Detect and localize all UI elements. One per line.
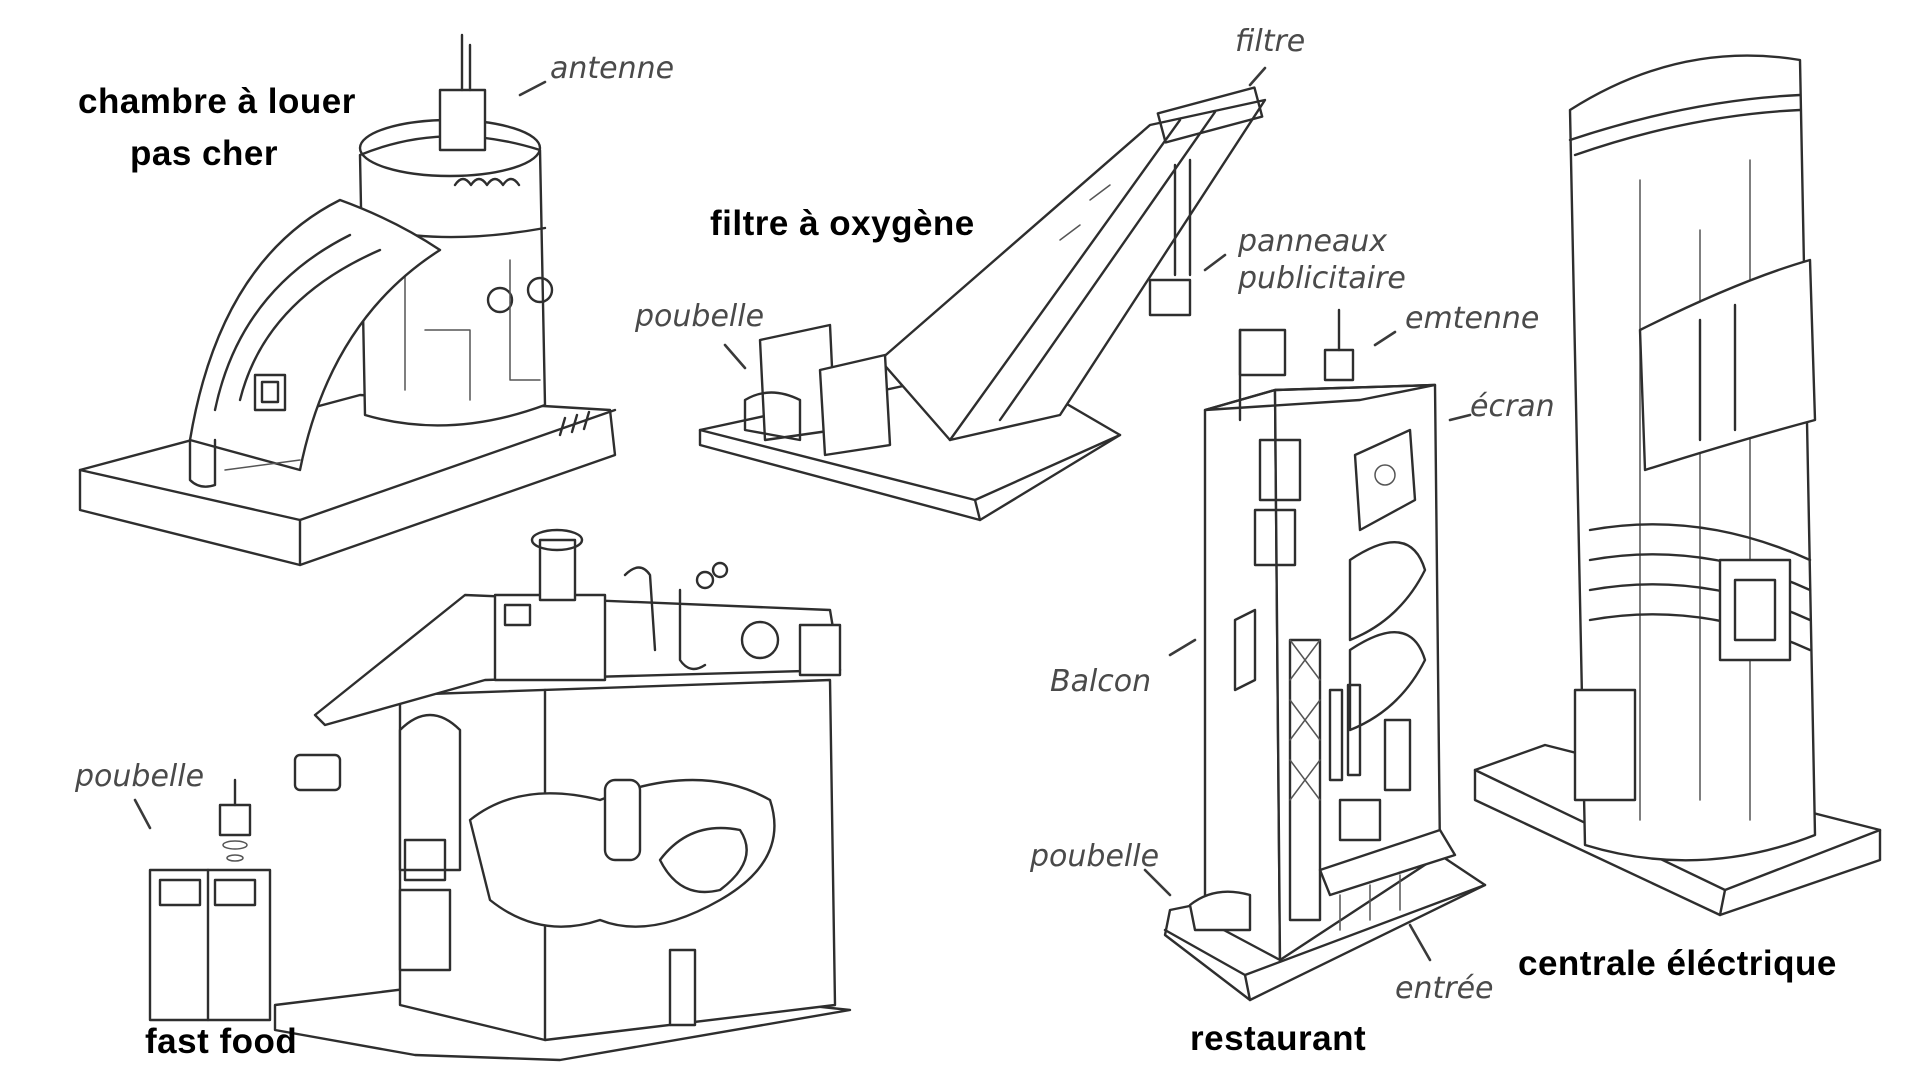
fast-food-title: fast food xyxy=(145,1022,298,1061)
fast-food-trash-label: poubelle xyxy=(75,759,205,794)
restaurant-screen-label: écran xyxy=(1470,389,1555,424)
restaurant-antenna-label: emtenne xyxy=(1405,301,1540,336)
restaurant-entrance-label: entrée xyxy=(1395,971,1494,1006)
oxygen-filter-billboards-label-line1: panneaux xyxy=(1238,224,1388,259)
oxygen-filter-trash-label: poubelle xyxy=(635,299,765,334)
restaurant-trash-label: poubelle xyxy=(1030,839,1160,874)
oxygen-filter-title: filtre à oxygène xyxy=(710,204,975,243)
cheap-room-title-line2: pas cher xyxy=(130,134,278,173)
power-plant-drawing xyxy=(1473,54,1882,917)
annotation-leader-lines xyxy=(133,66,1472,962)
cheap-room-antenna-label: antenne xyxy=(550,51,675,86)
oxygen-filter-filter-label: filtre xyxy=(1235,24,1306,59)
restaurant-building-drawing xyxy=(1163,308,1487,1002)
oxygen-filter-billboards-label-line2: publicitaire xyxy=(1238,261,1406,296)
power-plant-title: centrale éléctrique xyxy=(1518,944,1837,983)
cheap-room-title-line1: chambre à louer xyxy=(78,82,356,121)
restaurant-title: restaurant xyxy=(1190,1019,1367,1058)
restaurant-balcony-label: Balcon xyxy=(1050,664,1152,699)
oxygen-filter-drawing xyxy=(698,86,1267,522)
fast-food-drawing xyxy=(148,528,852,1062)
cheap-room-building-drawing xyxy=(78,33,617,567)
